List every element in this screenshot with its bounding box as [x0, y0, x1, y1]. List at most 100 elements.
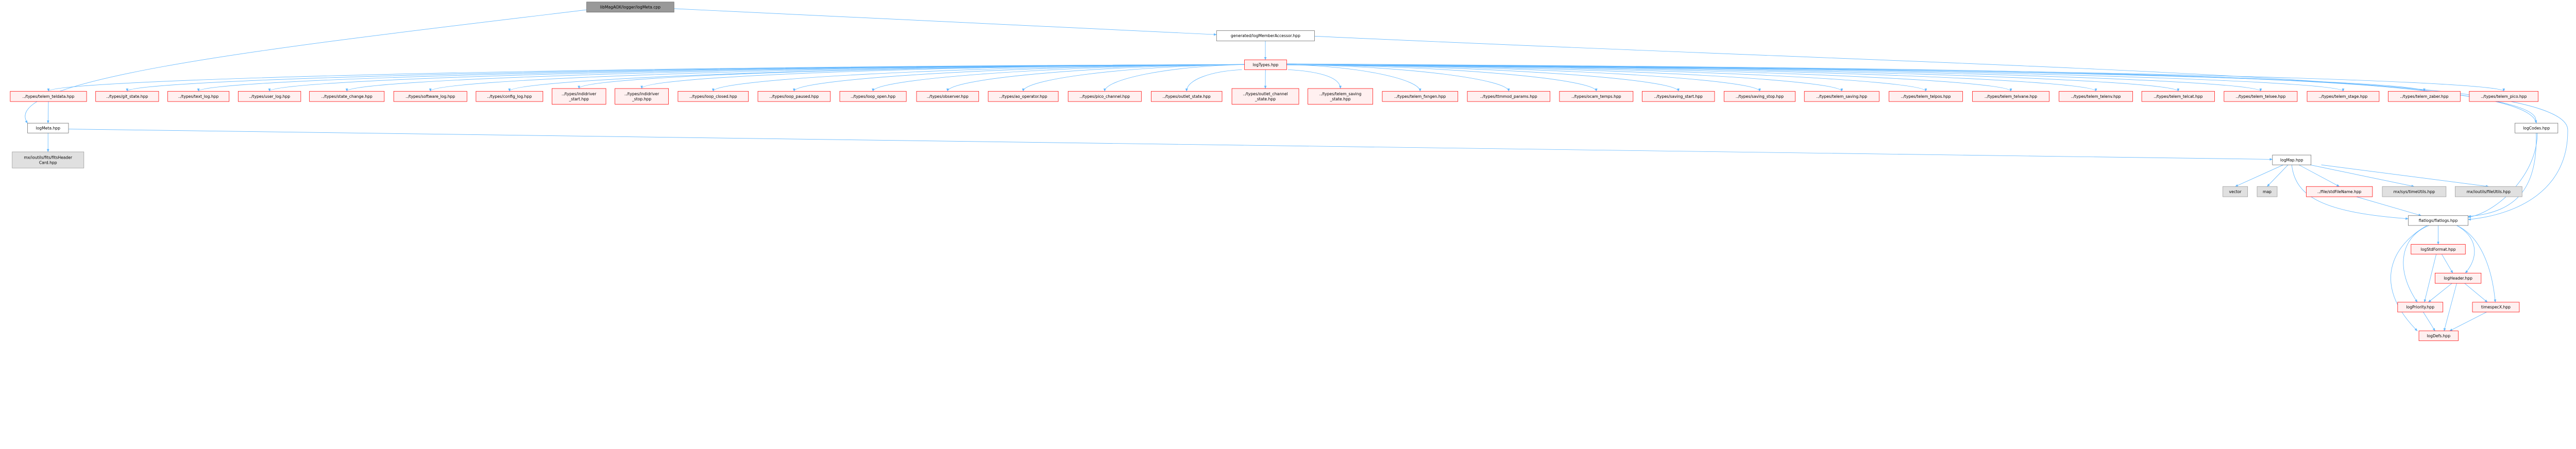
node-fileUtils[interactable]: mx/ioutils/fileUtils.hpp	[2455, 186, 2522, 197]
node-t_telenv[interactable]: ../types/telem_telenv.hpp	[2059, 91, 2133, 102]
node-t_stage[interactable]: ../types/telem_stage.hpp	[2307, 91, 2380, 102]
node-t_teldata[interactable]: ../types/telem_teldata.hpp	[10, 91, 87, 102]
node-t_outlet_ch[interactable]: ../types/outlet_channel_state.hpp	[1231, 88, 1299, 105]
node-logDefs[interactable]: logDefs.hpp	[2418, 331, 2459, 341]
node-label-line: ../types/telem_telcat.hpp	[2154, 94, 2202, 99]
node-t_zaber[interactable]: ../types/telem_zaber.hpp	[2388, 91, 2461, 102]
edge-logtypes-to-t_looppaused	[793, 64, 1245, 92]
node-box	[1723, 91, 1796, 102]
node-box	[2397, 302, 2444, 313]
node-label: logMap.hpp	[2280, 158, 2303, 162]
node-t_telsee[interactable]: ../types/telem_telsee.hpp	[2224, 91, 2298, 102]
node-label-line: ../types/telem_telenv.hpp	[2071, 94, 2121, 99]
node-box	[1467, 91, 1550, 102]
node-label-line: ../types/telem_pico.hpp	[2481, 94, 2527, 99]
node-label: ../types/loop_open.hpp	[851, 94, 895, 99]
node-vector[interactable]: vector	[2223, 186, 2248, 197]
node-box	[27, 123, 69, 133]
node-t_loopopen[interactable]: ../types/loop_open.hpp	[839, 91, 907, 102]
node-label: map	[2263, 189, 2272, 194]
node-logMeta[interactable]: logMeta.hpp	[27, 123, 69, 133]
node-t_text[interactable]: ../types/text_log.hpp	[167, 91, 230, 102]
node-label-line: ../types/state_change.hpp	[321, 94, 372, 99]
node-label: ../types/telem_fxngen.hpp	[1394, 94, 1446, 99]
node-logTypes[interactable]: logTypes.hpp	[1244, 59, 1287, 70]
node-box	[1216, 30, 1315, 41]
node-t_observer[interactable]: ../types/observer.hpp	[916, 91, 979, 102]
node-map[interactable]: map	[2257, 186, 2278, 197]
node-t_outlet[interactable]: ../types/outlet_state.hpp	[1151, 91, 1223, 102]
node-box	[551, 88, 606, 105]
node-timespecX[interactable]: timespecX.hpp	[2472, 302, 2520, 313]
node-label: generated/logMemberAccessor.hpp	[1231, 33, 1300, 38]
node-label-line: logStdFormat.hpp	[2420, 247, 2455, 252]
edge-logtypes-to-t_telvane	[1286, 64, 2012, 92]
node-label-line: logDefs.hpp	[2427, 334, 2450, 338]
node-logCodes[interactable]: logCodes.hpp	[2515, 123, 2558, 133]
node-t_config[interactable]: ../types/config_log.hpp	[476, 91, 544, 102]
node-label: ../types/telem_telvane.hpp	[1985, 94, 2037, 99]
node-stdFileName[interactable]: ../file/stdFileName.hpp	[2306, 186, 2373, 197]
edge-logpriority-to-logdefs	[2423, 312, 2435, 332]
node-t_user[interactable]: ../types/user_log.hpp	[238, 91, 301, 102]
node-label: ../types/telem_teldata.hpp	[23, 94, 75, 99]
node-logPriority[interactable]: logPriority.hpp	[2397, 302, 2444, 313]
node-label: ../types/telem_telsee.hpp	[2235, 94, 2285, 99]
node-label: ../types/ocam_temps.hpp	[1571, 94, 1621, 99]
node-t_indistart[interactable]: ../types/indidriver_start.hpp	[551, 88, 606, 105]
node-label: ../types/telem_stage.hpp	[2319, 94, 2368, 99]
node-timeUtils[interactable]: mx/sys/timeUtils.hpp	[2382, 186, 2447, 197]
node-box	[2411, 244, 2466, 255]
node-label: ../types/state_change.hpp	[321, 94, 372, 99]
node-label: ../types/ttmmod_params.hpp	[1480, 94, 1537, 99]
node-t_telvane[interactable]: ../types/telem_telvane.hpp	[1972, 91, 2049, 102]
node-box	[2515, 123, 2558, 133]
node-t_saving_state[interactable]: ../types/telem_saving_state.hpp	[1308, 88, 1374, 105]
edge-logtypes-to-t_ao	[1022, 64, 1245, 92]
edge-logtypes-to-t_loopopen	[872, 64, 1245, 92]
node-t_telpos[interactable]: ../types/telem_telpos.hpp	[1889, 91, 1963, 102]
node-t_pico_ch[interactable]: ../types/pico_channel.hpp	[1067, 91, 1142, 102]
node-label-line: ../types/observer.hpp	[927, 94, 969, 99]
node-box	[1244, 59, 1287, 70]
node-t_state[interactable]: ../types/state_change.hpp	[309, 91, 385, 102]
node-root[interactable]: libMagAOX/logger/logMeta.cpp	[586, 2, 674, 13]
node-label-line: _stop.hpp	[632, 97, 651, 101]
node-box	[615, 88, 669, 105]
node-t_indistop[interactable]: ../types/indidriver_stop.hpp	[615, 88, 669, 105]
node-label: logPriority.hpp	[2406, 305, 2434, 309]
node-label: logDefs.hpp	[2427, 334, 2450, 338]
node-flatlogs[interactable]: flatlogs/flatlogs.hpp	[2408, 215, 2468, 226]
node-t_pico[interactable]: ../types/telem_pico.hpp	[2469, 91, 2539, 102]
node-label: ../types/telem_telpos.hpp	[1901, 94, 1951, 99]
node-t_fxngen[interactable]: ../types/telem_fxngen.hpp	[1382, 91, 1459, 102]
node-box	[10, 91, 87, 102]
node-t_telcat[interactable]: ../types/telem_telcat.hpp	[2141, 91, 2215, 102]
node-t_git[interactable]: ../types/git_state.hpp	[95, 91, 159, 102]
node-t_loopclosed[interactable]: ../types/loop_closed.hpp	[677, 91, 749, 102]
node-t_ttmmod[interactable]: ../types/ttmmod_params.hpp	[1467, 91, 1550, 102]
node-t_software[interactable]: ../types/software_log.hpp	[393, 91, 467, 102]
node-t_savstop[interactable]: ../types/saving_stop.hpp	[1723, 91, 1796, 102]
node-t_savstart[interactable]: ../types/saving_start.hpp	[1641, 91, 1715, 102]
node-label-line: ../types/telem_telvane.hpp	[1985, 94, 2037, 99]
node-t_ao[interactable]: ../types/ao_operator.hpp	[988, 91, 1059, 102]
node-label: vector	[2229, 189, 2242, 194]
node-logStdFormat[interactable]: logStdFormat.hpp	[2411, 244, 2466, 255]
node-label-line: libMagAOX/logger/logMeta.cpp	[600, 5, 660, 9]
node-t_looppaused[interactable]: ../types/loop_paused.hpp	[757, 91, 831, 102]
edge-logtypes-to-t_saving_state	[1287, 69, 1342, 89]
node-logHeader[interactable]: logHeader.hpp	[2435, 272, 2482, 284]
node-t_saving[interactable]: ../types/telem_saving.hpp	[1804, 91, 1879, 102]
node-box	[1382, 91, 1459, 102]
node-box	[757, 91, 831, 102]
node-box	[1641, 91, 1715, 102]
node-label: ../types/software_log.hpp	[405, 94, 455, 99]
node-t_ocam[interactable]: ../types/ocam_temps.hpp	[1559, 91, 1634, 102]
node-label: ../types/user_log.hpp	[249, 94, 290, 99]
node-label-line: ../types/ao_operator.hpp	[999, 94, 1047, 99]
node-gen[interactable]: generated/logMemberAccessor.hpp	[1216, 30, 1315, 41]
node-logMap[interactable]: logMap.hpp	[2272, 154, 2312, 165]
node-box	[2418, 331, 2459, 341]
